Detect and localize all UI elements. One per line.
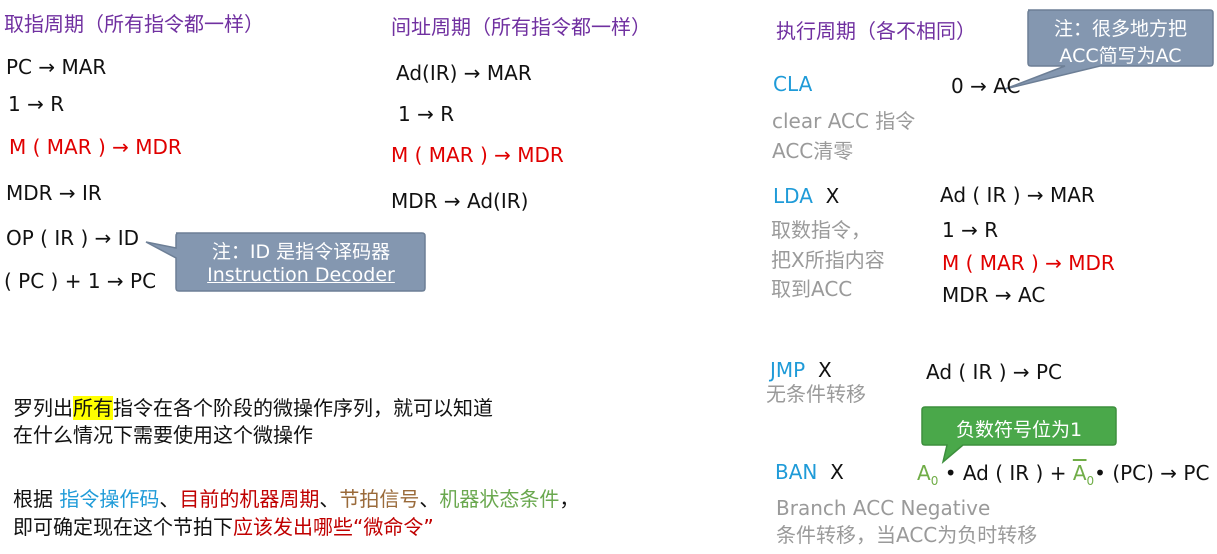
indirect-step-2: 1 → R <box>398 102 455 126</box>
cla-desc2: ACC清零 <box>772 139 854 163</box>
cla-op: 0 → AC <box>951 74 1021 98</box>
note-beat-signal: 节拍信号 <box>339 487 420 511</box>
fetch-title: 取指周期（所有指令都一样） <box>4 12 264 36</box>
lda-step-3: M ( MAR ) → MDR <box>942 251 1115 275</box>
lda-desc2: 把X所指内容 <box>771 248 885 272</box>
lda-step-2: 1 → R <box>942 218 999 242</box>
ban-a0-bar: A0 <box>1072 461 1095 488</box>
ban-name: BAN <box>775 460 818 484</box>
note-machine-cycle: 目前的机器周期 <box>179 487 320 511</box>
lda-desc3: 取到ACC <box>771 277 853 301</box>
jmp-desc: 无条件转移 <box>766 382 866 406</box>
note-machine-state: 机器状态条件 <box>439 487 560 511</box>
jmp-name: JMP <box>770 358 806 382</box>
neg-callout-text: 负数符号位为1 <box>955 419 1083 441</box>
ban-op: A0 • Ad ( IR ) + A0• (PC) → PC <box>917 463 1209 487</box>
ban-tail: (PC) → PC <box>1112 461 1210 485</box>
ban-desc1: Branch ACC Negative <box>776 496 991 520</box>
lda-step-4: MDR → AC <box>942 283 1046 307</box>
fetch-step-5: OP ( IR ) → ID <box>6 226 140 250</box>
cla-name: CLA <box>773 72 813 96</box>
cla-desc1: clear ACC 指令 <box>772 109 916 133</box>
fetch-step-3: M ( MAR ) → MDR <box>9 135 182 159</box>
fetch-step-6: ( PC ) + 1 → PC <box>4 269 157 293</box>
ban-desc2: 条件转移，当ACC为负时转移 <box>776 523 1038 547</box>
jmp-op: Ad ( IR ) → PC <box>926 360 1062 384</box>
fetch-step-1: PC → MAR <box>6 55 107 79</box>
ban-bullet-1: • <box>944 461 957 485</box>
ban-arg: X <box>830 460 844 484</box>
lda-desc1: 取数指令， <box>771 218 871 242</box>
note-opcode: 指令操作码 <box>59 487 160 511</box>
id-callout-line1: 注：ID 是指令译码器 <box>211 241 391 263</box>
lda-step-1: Ad ( IR ) → MAR <box>940 183 1095 207</box>
lda-arg: X <box>825 184 840 208</box>
note-2-line2: 即可确定现在这个节拍下应该发出哪些“微命令” <box>13 515 434 539</box>
id-callout: 注：ID 是指令译码器 Instruction Decoder <box>145 230 426 292</box>
indirect-title: 间址周期（所有指令都一样） <box>391 15 651 39</box>
acc-callout-line1: 注：很多地方把 <box>1053 18 1187 40</box>
note-1-line2: 在什么情况下需要使用这个微操作 <box>13 423 313 447</box>
note-micro-command: 应该发出哪些“微命令” <box>233 515 434 539</box>
ban-mid: Ad ( IR ) + <box>962 461 1067 485</box>
acc-callout-line2: ACC简写为AC <box>1059 45 1182 67</box>
jmp-arg: X <box>817 358 832 382</box>
neg-callout: 负数符号位为1 <box>921 406 1117 465</box>
ban-header: BAN X <box>775 462 844 482</box>
note-2-line1: 根据 指令操作码、目前的机器周期、节拍信号、机器状态条件， <box>13 487 580 511</box>
ban-bullet-2: • <box>1094 461 1106 485</box>
jmp-header: JMP X <box>770 360 832 380</box>
indirect-step-3: M ( MAR ) → MDR <box>391 143 564 167</box>
indirect-step-1: Ad(IR) → MAR <box>396 61 532 85</box>
fetch-step-2: 1 → R <box>8 92 65 116</box>
id-callout-line2: Instruction Decoder <box>207 264 395 286</box>
acc-callout: 注：很多地方把 ACC简写为AC <box>1004 9 1214 95</box>
fetch-step-4: MDR → IR <box>6 181 102 205</box>
indirect-step-4: MDR → Ad(IR) <box>391 189 529 213</box>
lda-name: LDA <box>773 184 813 208</box>
note-1-line1: 罗列出所有指令在各个阶段的微操作序列，就可以知道 <box>13 396 493 420</box>
ban-a0: A0 <box>917 461 939 488</box>
note-1-highlight: 所有 <box>73 396 113 420</box>
exec-title: 执行周期（各不相同） <box>776 19 976 43</box>
lda-header: LDA X <box>773 186 839 206</box>
